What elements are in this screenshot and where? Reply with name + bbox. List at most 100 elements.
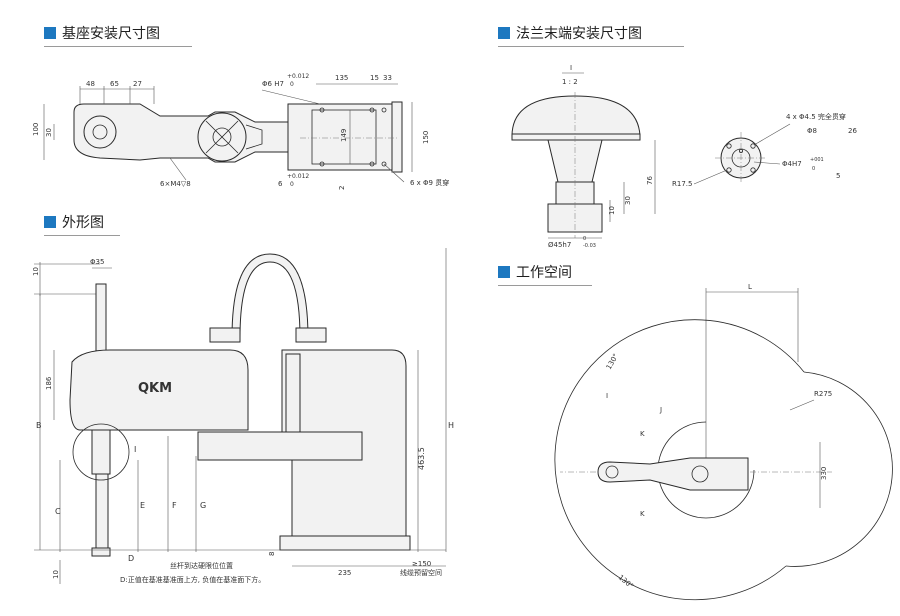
flange-dome — [511, 95, 641, 137]
dim-10-top: 10 — [32, 267, 40, 276]
dim-33: 33 — [383, 74, 392, 82]
detail-circle-I — [72, 423, 130, 481]
dim-76: 76 — [646, 176, 654, 185]
label-ws-J: J — [659, 406, 662, 414]
label-ws-K2: K — [640, 510, 645, 518]
section-marker — [498, 266, 510, 278]
note-flange-holes: 4 x Φ4.5 完全贯穿 — [786, 112, 846, 121]
dim-pin-bot-6: 6 — [278, 180, 283, 188]
spline-shaft — [95, 473, 109, 549]
dim-pin-bot-0: 0 — [290, 181, 294, 188]
dim-pin-bot-tol-hi: +0.012 — [287, 173, 309, 180]
dim-B: B — [36, 421, 42, 430]
section-title: 外形图 — [62, 215, 104, 231]
section-underline — [44, 235, 120, 236]
scale-ratio: 1 : 2 — [562, 78, 578, 86]
dim-10-bot: 10 — [52, 570, 60, 579]
note-screw-limit: 丝杆到达硬限位位置 — [170, 561, 233, 570]
section-underline — [498, 285, 592, 286]
dim-shaft-tol-hi: 0 — [583, 236, 586, 242]
base-block — [287, 103, 399, 171]
inner-reach-arc — [657, 421, 755, 519]
dim-E: E — [140, 501, 145, 510]
dim-149: 149 — [340, 129, 348, 142]
dim-shaft: Ø45h7 — [548, 241, 571, 249]
dim-10: 10 — [608, 206, 616, 215]
lower-arm — [197, 431, 363, 461]
cable-loop — [231, 253, 309, 339]
dim-8: 8 — [268, 552, 276, 556]
note-pin: Φ4H7 — [782, 160, 802, 168]
elbow-hub — [212, 127, 232, 147]
section-header-flange: 法兰末端安装尺寸图 — [498, 23, 684, 47]
dim-G: G — [200, 501, 206, 510]
dim-L: L — [748, 283, 752, 291]
dim-235: 235 — [338, 569, 351, 577]
dim-shaft-tol-lo: -0.03 — [583, 243, 596, 249]
note-D-sign: D:正值在基准基准面上方, 负值在基准面下方。 — [120, 575, 265, 584]
dim-r175: R17.5 — [672, 180, 692, 188]
section-header-base: 基座安装尺寸图 — [44, 23, 192, 47]
scale-index: I — [570, 64, 572, 72]
note-pin-depth: 5 — [836, 172, 840, 180]
section-marker — [44, 27, 56, 39]
flange-circle — [83, 115, 117, 149]
section-header-workspace: 工作空间 — [498, 262, 592, 286]
upper-arm — [69, 349, 249, 431]
note-holes: 6×M4▽8 — [160, 180, 191, 188]
dim-R275: R275 — [814, 390, 832, 398]
dim-30: 30 — [45, 128, 53, 137]
note-cbore: Φ8 — [807, 127, 817, 135]
dim-15: 15 — [370, 74, 379, 82]
dim-d35: Φ35 — [90, 258, 104, 266]
label-ws-I: I — [606, 392, 608, 400]
dim-48: 48 — [86, 80, 95, 88]
dim-186: 186 — [45, 376, 53, 390]
dim-27: 27 — [133, 80, 142, 88]
dim-pin-top-tol-lo: 0 — [290, 81, 294, 88]
dim-135: 135 — [335, 74, 348, 82]
note-through: 6 x Φ9 贯穿 — [410, 178, 449, 187]
dim-100: 100 — [32, 123, 40, 136]
dim-330: 330 — [820, 467, 828, 480]
dim-2: 2 — [338, 186, 346, 190]
angle-130-bot: 130° — [617, 573, 635, 590]
dim-C: C — [55, 507, 61, 516]
dim-F: F — [172, 501, 177, 510]
outer-reach-arc — [554, 319, 805, 601]
dim-pin-top: Φ6 H7 — [262, 80, 284, 88]
flange-drawing: I 1 : 2 76 30 10 Ø45h7 0 -0.03 4 x Φ4.5 … — [511, 64, 857, 249]
dim-D: D — [128, 554, 134, 563]
dim-H: H — [448, 421, 454, 430]
note-pin-tol-hi: +001 — [810, 157, 824, 163]
side-arc — [785, 371, 893, 567]
note-cable-space: 线缆预留空间 — [400, 568, 442, 577]
outline-drawing: 10 Φ35 186 B C E F G H 463.5 D 10 8 QKM — [32, 248, 454, 584]
label-I: I — [134, 445, 136, 454]
angle-130-top: 130° — [605, 352, 620, 371]
ball-screw-shaft — [95, 283, 107, 361]
section-marker — [44, 216, 56, 228]
note-cbore-depth: 26 — [848, 127, 857, 135]
base-mounting-drawing: 48 65 27 100 30 6×M4▽8 Φ6 H7 +0.012 0 13… — [32, 73, 449, 190]
section-title: 法兰末端安装尺寸图 — [516, 26, 642, 42]
dim-150: 150 — [422, 131, 430, 144]
dim-150-clear: ≥150 — [412, 560, 431, 568]
section-title: 基座安装尺寸图 — [62, 26, 160, 42]
section-title: 工作空间 — [516, 265, 572, 281]
dim-30b: 30 — [624, 196, 632, 205]
qkm-logo: QKM — [138, 381, 172, 396]
base-foot — [279, 535, 411, 551]
workspace-drawing: L R275 330 130° 130° I J K K — [554, 283, 893, 601]
section-underline — [44, 46, 192, 47]
ws-arm — [597, 457, 749, 491]
dim-463-5: 463.5 — [417, 447, 426, 470]
dim-65: 65 — [110, 80, 119, 88]
flange-bore — [92, 124, 108, 140]
label-ws-K1: K — [640, 430, 645, 438]
section-header-outline: 外形图 — [44, 212, 120, 236]
note-pin-tol-lo: 0 — [812, 166, 815, 172]
section-marker — [498, 27, 510, 39]
section-underline — [498, 46, 684, 47]
